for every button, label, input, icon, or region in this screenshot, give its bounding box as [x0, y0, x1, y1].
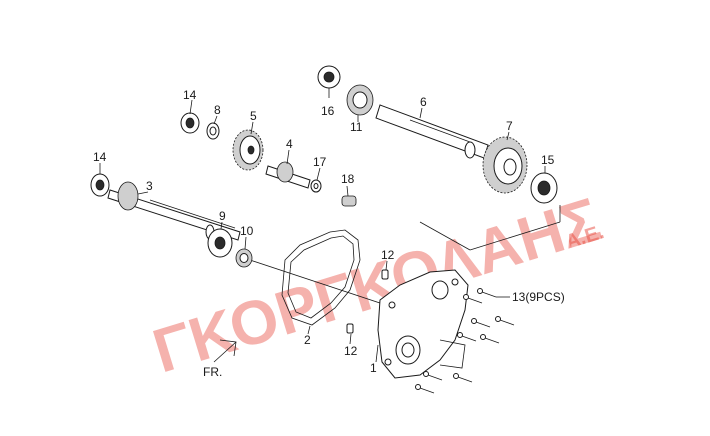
callout-11: 11 [350, 120, 363, 134]
countershaft-part-4 [265, 161, 311, 189]
bearing-part-16 [317, 65, 341, 89]
callout-18: 18 [341, 172, 355, 186]
dowel-pin-part-12-lower [346, 323, 354, 334]
callout-10: 10 [240, 224, 254, 238]
callout-9: 9 [219, 209, 226, 223]
case-cover-part-1 [377, 269, 469, 379]
leader-lines [99, 88, 546, 363]
callout-14a: 14 [183, 88, 197, 102]
needle-bearing-part-18 [341, 195, 357, 207]
washer-part-17 [310, 179, 322, 193]
bearing-part-15 [530, 172, 558, 204]
output-shaft-part-6 [375, 104, 489, 159]
callout-7: 7 [506, 119, 513, 133]
bearing-part-9 [207, 228, 233, 258]
callout-8: 8 [214, 103, 221, 117]
bearing-part-14-left [90, 173, 110, 197]
callout-13: 13(9PCS) [512, 290, 565, 304]
dowel-pin-part-12-upper [381, 269, 389, 280]
direction-label: FR. [203, 365, 222, 379]
watermark: ΓΚΟΡΓΚΟΛΑΗΣ Α.Ε. [145, 185, 608, 386]
callout-16: 16 [321, 104, 335, 118]
callout-6: 6 [420, 95, 427, 109]
callout-17: 17 [313, 155, 327, 169]
callout-4: 4 [286, 137, 293, 151]
assembly-lines [249, 205, 561, 309]
washer-part-8 [206, 122, 220, 140]
callout-3: 3 [146, 179, 153, 193]
callout-12a: 12 [381, 248, 395, 262]
bearing-part-14-upper [180, 112, 200, 134]
callout-labels: 1 2 3 4 5 6 7 8 9 10 11 12 12 13(9PCS) 1… [93, 88, 565, 375]
gear-part-5 [232, 129, 264, 171]
final-gear-part-7 [482, 136, 528, 194]
gasket-part-2 [281, 229, 361, 326]
callout-1: 1 [370, 361, 377, 375]
callout-5: 5 [250, 109, 257, 123]
bolts-part-13 [415, 288, 515, 394]
callout-15: 15 [541, 153, 555, 167]
callout-2: 2 [304, 333, 311, 347]
oil-seal-part-10 [235, 248, 253, 268]
callout-12b: 12 [344, 344, 358, 358]
front-direction-marker: FR. [203, 339, 237, 379]
callout-14b: 14 [93, 150, 107, 164]
oil-seal-part-11 [346, 84, 374, 116]
